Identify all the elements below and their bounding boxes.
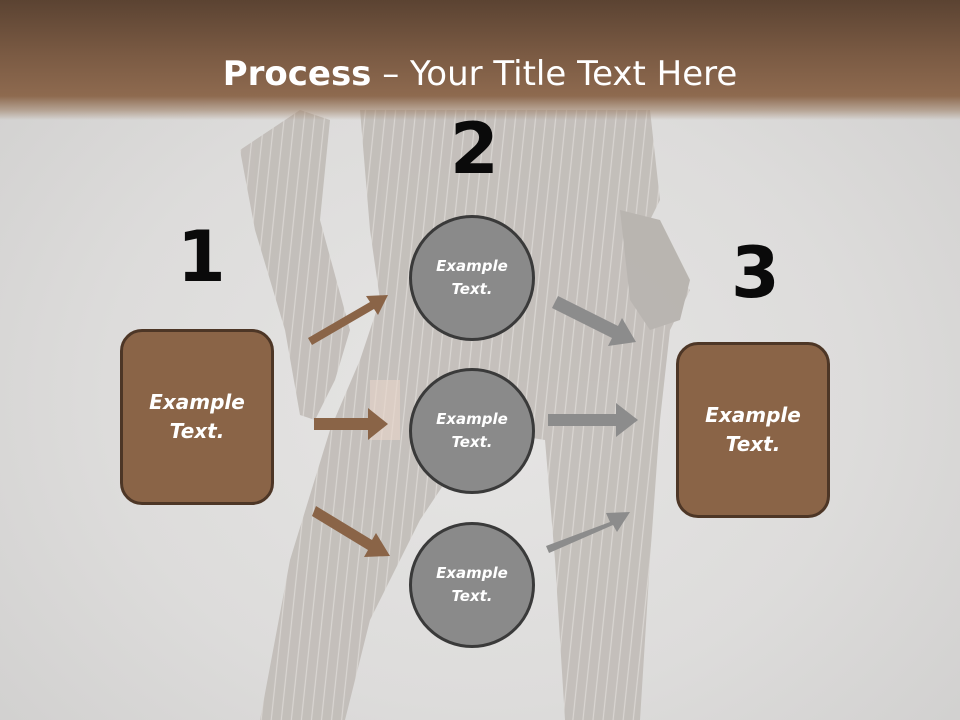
title-banner (0, 0, 960, 120)
title-rest-part: – Your Title Text Here (371, 54, 738, 94)
arrow-right-brown (314, 408, 388, 440)
slide-title: Process – Your Title Text Here (0, 54, 960, 94)
step-3-text: Example Text. (705, 403, 801, 456)
step-number-2: 2 (450, 108, 499, 190)
step-number-3: 3 (731, 232, 780, 314)
arrow-right-gray (548, 403, 638, 437)
circle-top-text: Example Text. (436, 257, 508, 298)
step-number-1: 1 (177, 216, 226, 298)
arrow-up-right-gray (546, 512, 630, 553)
arrow-down-right-brown (312, 506, 390, 557)
title-bold-part: Process (222, 54, 372, 94)
step-1-text: Example Text. (149, 390, 245, 443)
step-2-circle-bottom: Example Text. (409, 522, 535, 648)
circle-middle-text: Example Text. (436, 410, 508, 451)
arrow-down-right-gray (552, 296, 636, 346)
step-2-circle-top: Example Text. (409, 215, 535, 341)
arrow-up-right-brown (308, 295, 388, 345)
step-1-box: Example Text. (120, 329, 274, 505)
step-2-circle-middle: Example Text. (409, 368, 535, 494)
step-3-box: Example Text. (676, 342, 830, 518)
circle-bottom-text: Example Text. (436, 564, 508, 605)
